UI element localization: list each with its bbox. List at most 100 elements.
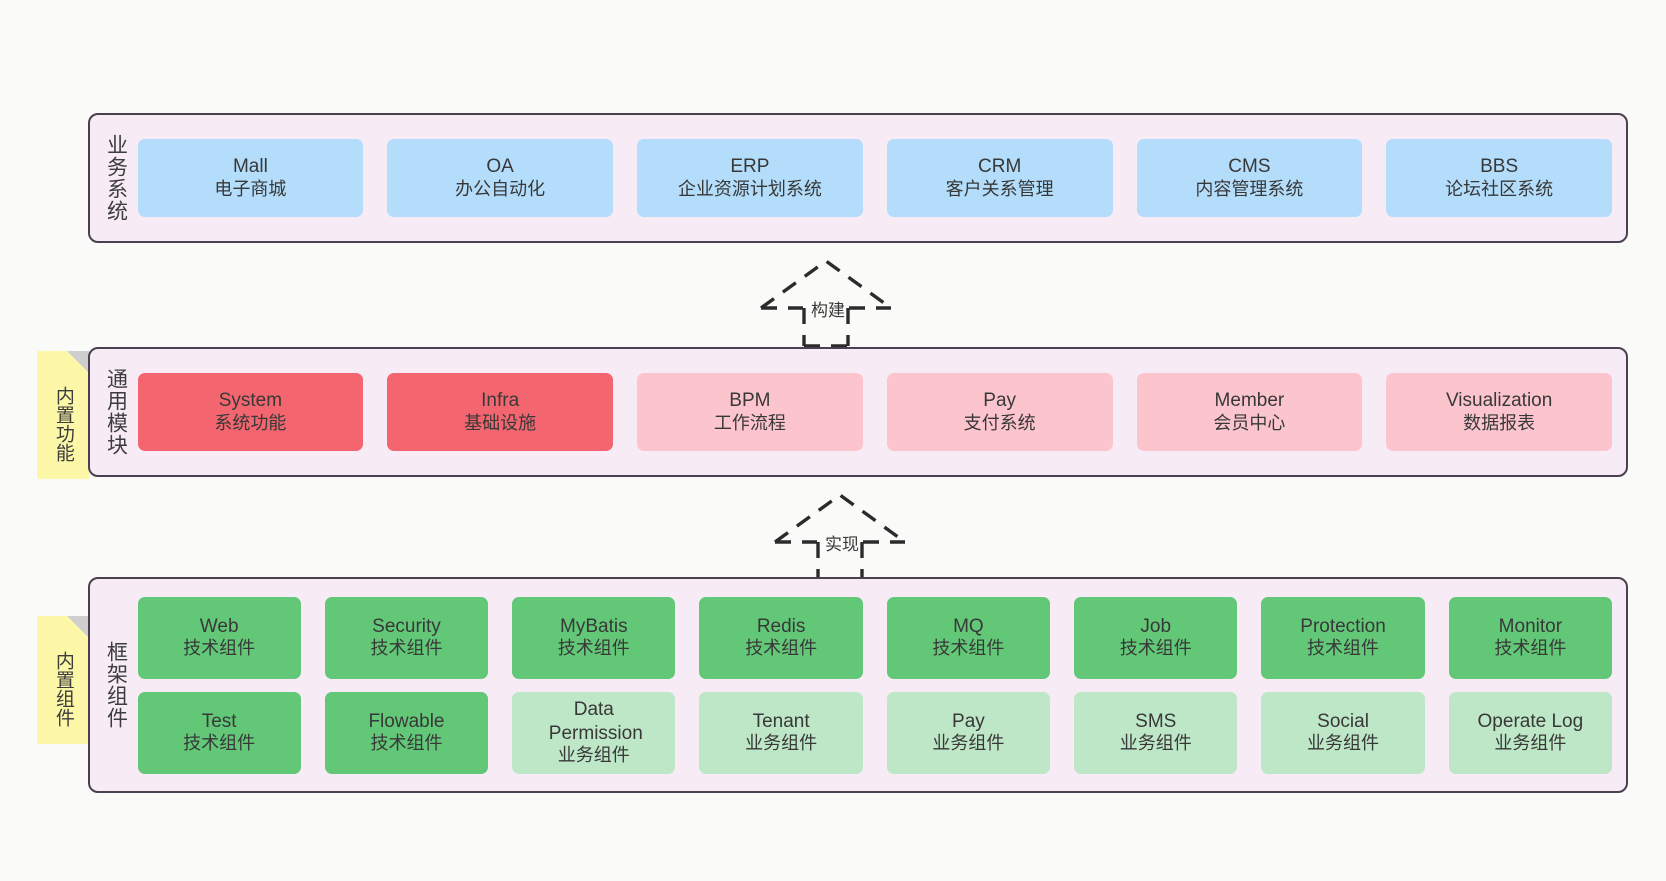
node-label-en: Operate Log (1477, 710, 1584, 732)
node-tenant[interactable]: Tenant 业务组件 (699, 691, 863, 774)
node-label-en: CRM (978, 156, 1022, 178)
node-label-en: Pay (983, 390, 1017, 412)
node-member[interactable]: Member 会员中心 (1136, 373, 1363, 451)
node-label-en: Tenant (752, 710, 810, 732)
node-label-en: CMS (1228, 156, 1271, 178)
node-mq[interactable]: MQ 技术组件 (886, 596, 1051, 679)
node-label-cn: 技术组件 (1494, 638, 1567, 659)
node-erp[interactable]: ERP 企业资源计划系统 (637, 139, 863, 217)
node-label-cn: 技术组件 (370, 638, 443, 659)
node-label-en: BPM (729, 390, 771, 412)
node-web[interactable]: Web 技术组件 (137, 596, 301, 679)
layer-body-framework-component: Web 技术组件 Security 技术组件 MyBatis 技术组件 Redi… (137, 596, 1626, 774)
node-row: Mall 电子商城 OA 办公自动化 ERP 企业资源计划系统 CRM 客户关系… (137, 139, 1613, 217)
layer-title-framework-component: 框架组件 (104, 641, 128, 729)
node-label-cn: 企业资源计划系统 (677, 178, 822, 199)
connector-implement: 实现 (770, 490, 920, 582)
node-label-en: Infra (481, 390, 520, 412)
node-label-en: BBS (1480, 156, 1519, 178)
folded-corner-icon (67, 616, 89, 638)
node-test[interactable]: Test 技术组件 (137, 691, 301, 774)
node-label-cn: 业务组件 (932, 733, 1005, 754)
node-label-en: Protection (1300, 615, 1386, 637)
node-label-cn: 技术组件 (183, 638, 256, 659)
node-row: System 系统功能 Infra 基础设施 BPM 工作流程 Pay 支付系统… (137, 373, 1613, 451)
node-oa[interactable]: OA 办公自动化 (387, 139, 614, 217)
node-visualization[interactable]: Visualization 数据报表 (1386, 373, 1613, 451)
node-bbs[interactable]: BBS 论坛社区系统 (1386, 139, 1613, 217)
node-label-cn: 办公自动化 (455, 178, 546, 199)
node-label-cn: 技术组件 (1307, 638, 1380, 659)
node-label-en: MyBatis (560, 615, 628, 637)
node-operate-log[interactable]: Operate Log 业务组件 (1448, 691, 1613, 774)
layer-title-business-system: 业务系统 (104, 134, 128, 222)
node-row: Test 技术组件 Flowable 技术组件 Data Permission … (137, 691, 1613, 774)
node-data-permission[interactable]: Data Permission 业务组件 (512, 691, 676, 774)
node-redis[interactable]: Redis 技术组件 (699, 596, 863, 679)
node-label-cn: 业务组件 (1494, 733, 1567, 754)
sticky-note-builtin-function: 内置功能 (37, 351, 89, 479)
node-label-cn: 业务组件 (557, 744, 630, 765)
node-label-en: Monitor (1498, 615, 1563, 637)
node-system[interactable]: System 系统功能 (137, 373, 364, 451)
sticky-note-label: 内置功能 (52, 386, 74, 462)
node-label-en: Visualization (1445, 390, 1553, 412)
node-label-en: Job (1140, 615, 1172, 637)
node-label-en: OA (486, 156, 514, 178)
node-label-en: Flowable (368, 710, 445, 732)
sticky-note-builtin-component: 内置组件 (37, 616, 89, 744)
node-label-cn: 基础设施 (464, 412, 537, 433)
node-flowable[interactable]: Flowable 技术组件 (324, 691, 489, 774)
node-social[interactable]: Social 业务组件 (1261, 691, 1425, 774)
node-label-en: Social (1317, 710, 1369, 732)
node-mall[interactable]: Mall 电子商城 (137, 139, 364, 217)
layer-title-common-module: 通用模块 (104, 368, 128, 456)
node-label-cn: 技术组件 (932, 638, 1005, 659)
node-label-en: SMS (1135, 710, 1177, 732)
layer-body-common-module: System 系统功能 Infra 基础设施 BPM 工作流程 Pay 支付系统… (137, 373, 1626, 451)
node-label-en: Web (199, 615, 239, 637)
node-label-cn: 论坛社区系统 (1445, 178, 1554, 199)
connector-build: 构建 (756, 256, 906, 348)
node-label-en: Test (201, 710, 237, 732)
node-crm[interactable]: CRM 客户关系管理 (886, 139, 1113, 217)
folded-corner-icon (67, 351, 89, 373)
node-monitor[interactable]: Monitor 技术组件 (1448, 596, 1613, 679)
node-label-cn: 技术组件 (1119, 638, 1192, 659)
node-label-en: Member (1214, 390, 1285, 412)
node-label-en: Mall (232, 156, 268, 178)
node-security[interactable]: Security 技术组件 (324, 596, 489, 679)
node-protection[interactable]: Protection 技术组件 (1261, 596, 1425, 679)
node-label-cn: 技术组件 (745, 638, 818, 659)
node-infra[interactable]: Infra 基础设施 (387, 373, 614, 451)
node-label-cn: 业务组件 (1307, 733, 1380, 754)
node-label-cn: 系统功能 (214, 412, 287, 433)
node-label-en: Security (372, 615, 441, 637)
node-label-cn: 技术组件 (370, 733, 443, 754)
layer-common-module: 通用模块 System 系统功能 Infra 基础设施 BPM 工作流程 Pay… (88, 347, 1628, 477)
node-label-cn: 客户关系管理 (945, 178, 1054, 199)
node-label-en: MQ (953, 615, 984, 637)
node-pay-component[interactable]: Pay 业务组件 (886, 691, 1051, 774)
node-pay[interactable]: Pay 支付系统 (886, 373, 1113, 451)
node-label-cn: 内容管理系统 (1195, 178, 1304, 199)
node-label-en: Data Permission (548, 699, 643, 744)
node-row: Web 技术组件 Security 技术组件 MyBatis 技术组件 Redi… (137, 596, 1613, 679)
connector-label-implement: 实现 (825, 535, 859, 554)
node-label-cn: 电子商城 (214, 178, 287, 199)
node-job[interactable]: Job 技术组件 (1074, 596, 1238, 679)
node-mybatis[interactable]: MyBatis 技术组件 (512, 596, 676, 679)
node-label-en: Pay (952, 710, 985, 732)
node-label-en: System (218, 390, 283, 412)
node-label-en: ERP (730, 156, 770, 178)
node-sms[interactable]: SMS 业务组件 (1074, 691, 1238, 774)
layer-business-system: 业务系统 Mall 电子商城 OA 办公自动化 ERP 企业资源计划系统 CRM… (88, 113, 1628, 243)
node-label-cn: 工作流程 (713, 412, 786, 433)
connector-label-build: 构建 (811, 301, 845, 320)
node-bpm[interactable]: BPM 工作流程 (637, 373, 863, 451)
node-label-en: Redis (756, 615, 806, 637)
node-label-cn: 业务组件 (1119, 733, 1192, 754)
node-cms[interactable]: CMS 内容管理系统 (1136, 139, 1363, 217)
node-label-cn: 技术组件 (557, 638, 630, 659)
